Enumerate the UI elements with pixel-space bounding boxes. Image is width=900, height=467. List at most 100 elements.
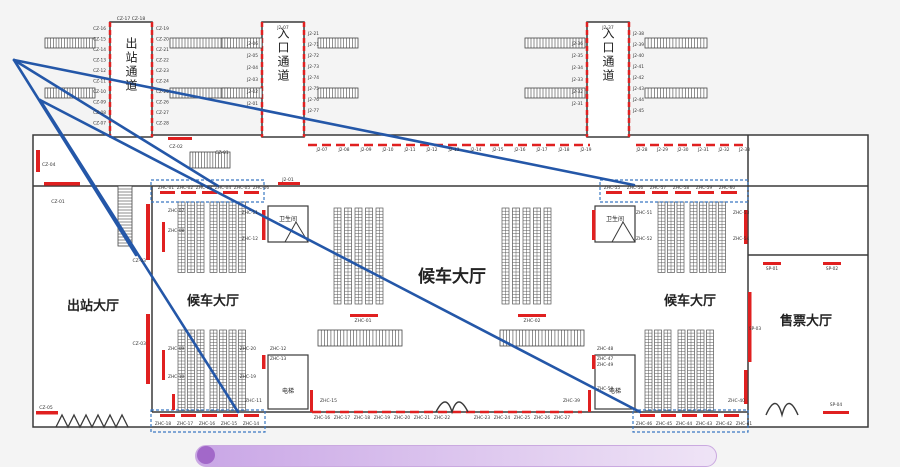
code-zhc-left-top: ZHC-03 (196, 185, 212, 191)
code-cz-01-top: CZ-01 (215, 150, 229, 156)
code-zhc-right-top: ZHC-59 (696, 185, 712, 191)
marker-gate-bottom-right (682, 414, 697, 417)
code-top-row: J2-18 (557, 147, 569, 153)
code-top-row: J2-17 (535, 147, 547, 153)
code-j1-right: J2-73 (307, 64, 319, 70)
marker-gate-top-right (698, 191, 714, 194)
seat-block-left-bottom-2 (209, 329, 246, 411)
marker-gate-bottom-left (202, 414, 217, 417)
code-zhc-left-side: ZHC-08 (168, 228, 184, 234)
code-zhc-left-mid: ZHC-19 (240, 374, 256, 380)
code-j2-right: J2-42 (632, 75, 644, 81)
code-cz-right: CZ-27 (156, 110, 169, 116)
code-zhc-bottom-right: ZHC-45 (656, 421, 672, 427)
code-j1-right: J2-21 (307, 31, 319, 37)
code-j1-right: J2-75 (307, 86, 319, 92)
code-zhc-right-mid: ZHC-50 (597, 386, 613, 392)
seat-block-right-bottom-2 (677, 329, 714, 411)
escalator-ent1-r2 (317, 87, 359, 99)
marker-lift-l (262, 355, 266, 369)
code-j1-left: J2-04 (246, 65, 258, 71)
escalator-ent1-r1 (317, 37, 359, 49)
code-cz-right: CZ-22 (156, 58, 169, 64)
stair-center-left (317, 329, 403, 347)
toilet-right-door (611, 220, 636, 243)
code-sp: SP-04 (830, 402, 843, 408)
door-ticket (765, 402, 799, 418)
marker-counter-1 (350, 314, 378, 317)
code-cz-right: CZ-28 (156, 121, 169, 127)
code-j1-top: J2-07 (276, 25, 289, 31)
marker-gate-top-left (160, 191, 175, 194)
code-j1-left: J2-03 (246, 77, 258, 83)
marker-gate-top-right (675, 191, 691, 194)
marker-left-hall-top (162, 222, 165, 252)
code-zhc-left-side2: ZHC-09 (168, 346, 184, 352)
code-top-row: J2-14 (469, 147, 481, 153)
exit-passage-label: 出站通道 (124, 37, 138, 93)
code-top-row: J2-19 (579, 147, 591, 153)
code-zhc-right-top: ZHC-60 (719, 185, 735, 191)
code-j2-top: J2-37 (601, 25, 614, 31)
code-zhc-bottom-right: ZHC-43 (696, 421, 712, 427)
code-j1-left: J2-01 (246, 101, 258, 107)
code-zhc-bottom-mid2: ZHC-24 (494, 415, 510, 421)
code-zhc-bottom-mid1: ZHC-19 (374, 415, 390, 421)
code-zhc-counter1: ZHC-01 (355, 318, 372, 324)
code-zhc-left-top: ZHC-05 (234, 185, 250, 191)
code-j2-left: J2-36 (571, 41, 583, 47)
marker-sp-02 (823, 262, 841, 265)
code-zhc-left-mid: ZHC-20 (240, 346, 256, 352)
marker-gate-bottom-left (181, 414, 196, 417)
code-top-row: J2-13 (447, 147, 459, 153)
code-zhc-bottom-mid1: ZHC-18 (354, 415, 370, 421)
code-sp: SP-01 (766, 266, 779, 272)
stair-center-right (499, 329, 585, 347)
seat-block-left-top (177, 201, 205, 273)
code-cz-left: CZ-10 (93, 89, 106, 95)
code-zhc-bottom-mid2: ZHC-25 (514, 415, 530, 421)
code-cz-right: CZ-20 (156, 37, 169, 43)
marker-lift-r (592, 355, 596, 369)
code-cz-left: CZ-09 (93, 100, 106, 106)
code-zhc-bottom-left: ZHC-14 (243, 421, 259, 427)
marker-toilet-r (592, 210, 596, 240)
pointer-lines (12, 58, 642, 414)
code-sp: SP-03 (749, 326, 762, 332)
code-top-row: J2-15 (491, 147, 503, 153)
escalator-exit-r1 (169, 37, 231, 49)
code-zhc-right-side: ZHC-52 (636, 236, 652, 242)
marker-gate-top-right (721, 191, 737, 194)
code-zhc-right-top: ZHC-55 (604, 185, 620, 191)
marker-gate-bottom-left (160, 414, 175, 417)
code-cz-right: CZ-26 (156, 100, 169, 106)
building-outline (32, 134, 869, 428)
code-zhc-bottom-mid2: ZHC-27 (554, 415, 570, 421)
code-zhc-bottom-side-l: ZHC-11 (245, 398, 262, 404)
code-zhc-left-side2: ZHC-10 (168, 374, 184, 380)
code-j2-right: J2-38 (632, 31, 644, 37)
code-zhc-bottom-mid1: ZHC-16 (314, 415, 330, 421)
code-j2-right: J2-45 (632, 108, 644, 114)
entrance-passage-1-label: 入口通道 (276, 27, 290, 83)
code-top-row: J2-12 (425, 147, 437, 153)
marker-gate-top-right (606, 191, 622, 194)
code-zhc-bottom-right: ZHC-44 (676, 421, 692, 427)
code-top-row-right: J2-29 (656, 147, 668, 153)
code-zhc-right-side: ZHC-51 (636, 210, 652, 216)
elevator-right-label: 电梯 (609, 387, 621, 395)
code-zhc-lift-left: ZHC-12 (270, 346, 286, 352)
code-zhc-bottom-right: ZHC-46 (636, 421, 652, 427)
code-cz-left: CZ-07 (93, 121, 106, 127)
escalator-ent1-l2 (221, 87, 263, 99)
code-sp: SP-02 (826, 266, 839, 272)
code-zhc-mid-side: ZHC-12 (242, 236, 258, 242)
elevator-left (267, 354, 309, 410)
code-j2-left: J2-31 (571, 101, 583, 107)
seats-group (177, 201, 726, 411)
seat-block-right-top (657, 201, 685, 273)
marker-right-wall (744, 210, 748, 244)
code-zhc-bottom-left: ZHC-15 (221, 421, 237, 427)
ticket-hall-label: 售票大厅 (780, 313, 832, 329)
code-j1-right: J2-72 (307, 53, 319, 59)
